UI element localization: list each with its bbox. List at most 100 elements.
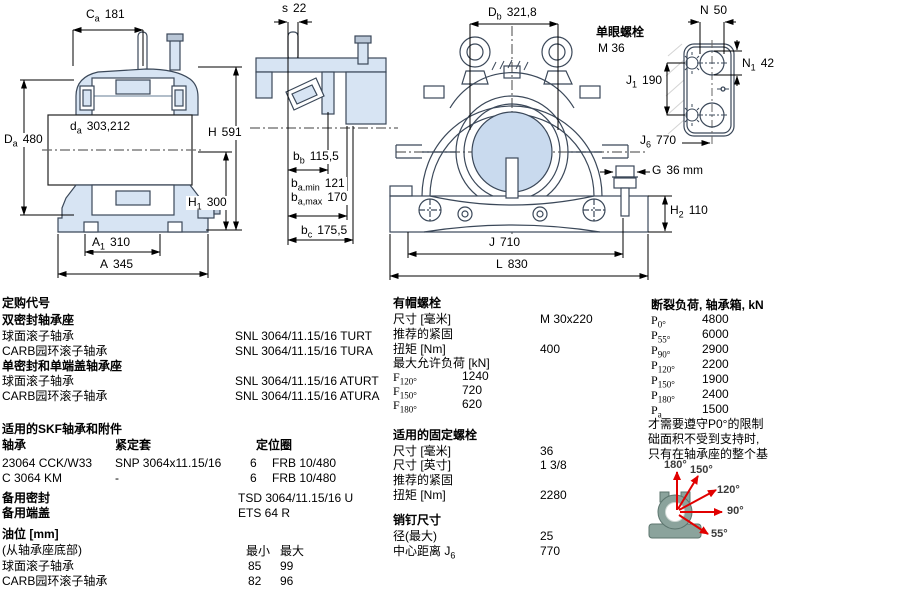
ring-cell: FRB 10/480 bbox=[272, 456, 337, 470]
fixing-rec-label: 推荐的紧固 bbox=[393, 473, 454, 487]
load-f150-label: F150° bbox=[393, 384, 417, 401]
dowel-cc-label: 中心距离 J6 bbox=[393, 544, 456, 561]
ring-qty-cell: 6 bbox=[250, 456, 257, 470]
ordering-group2-title: 单密封和单端盖轴承座 bbox=[2, 359, 123, 373]
cap-bolt-rec-label: 推荐的紧固 bbox=[393, 327, 454, 341]
load-p180-label: P180° bbox=[651, 388, 675, 405]
sleeve-cell: - bbox=[115, 471, 119, 485]
cap-bolt-size-value: M 30x220 bbox=[540, 312, 593, 326]
oil-min-value: 85 bbox=[248, 559, 262, 573]
load-p55-value: 6000 bbox=[702, 327, 729, 341]
angle-label-150: 150° bbox=[690, 464, 713, 476]
oil-max-value: 96 bbox=[280, 574, 294, 588]
cap-bolt-load-label: 最大允许负荷 [kN] bbox=[393, 356, 490, 370]
oil-min-header: 最小 bbox=[246, 544, 271, 558]
bearing-cell: C 3064 KM bbox=[2, 471, 63, 485]
ordering-row-code: SNL 3064/11.15/16 ATURA bbox=[235, 389, 380, 403]
cap-bolts-title: 有帽螺栓 bbox=[393, 296, 442, 310]
load-p120-label: P120° bbox=[651, 358, 675, 375]
load-p150-label: P150° bbox=[651, 373, 675, 390]
oil-min-value: 82 bbox=[248, 574, 262, 588]
ordering-row-code: SNL 3064/11.15/16 TURT bbox=[235, 329, 372, 343]
oil-max-header: 最大 bbox=[280, 544, 305, 558]
oil-level-note: (从轴承座底部) bbox=[2, 543, 82, 557]
load-angle-figure bbox=[648, 471, 723, 539]
bearing-cell: 23064 CCK/W33 bbox=[2, 456, 93, 470]
spare-seal-value: TSD 3064/11.15/16 U bbox=[238, 491, 354, 505]
load-p150-value: 1900 bbox=[702, 372, 729, 386]
ordering-row-label: CARB园环滚子轴承 bbox=[2, 344, 108, 358]
eyebolt-label: 单眼螺栓 bbox=[596, 25, 645, 39]
load-f150-value: 720 bbox=[462, 383, 483, 397]
load-f120-value: 1240 bbox=[462, 369, 489, 383]
front-view bbox=[42, 31, 221, 233]
load-p180-value: 2400 bbox=[702, 387, 729, 401]
base-detail-view bbox=[665, 40, 735, 146]
ring-qty-cell: 6 bbox=[250, 471, 257, 485]
oil-row-label: CARB园环滚子轴承 bbox=[2, 574, 108, 588]
load-f180-value: 620 bbox=[462, 397, 483, 411]
sleeve-cell: SNP 3064x11.15/16 bbox=[115, 456, 222, 470]
load-pa-label: Pa bbox=[651, 403, 662, 420]
oil-row-label: 球面滚子轴承 bbox=[2, 559, 75, 573]
angle-label-90: 90° bbox=[727, 505, 744, 517]
load-pa-value: 1500 bbox=[702, 402, 729, 416]
ring-cell: FRB 10/480 bbox=[272, 471, 337, 485]
load-note-line: 础面积不受到支持时, bbox=[648, 432, 760, 446]
fixing-torque-value: 2280 bbox=[540, 488, 567, 502]
ordering-row-code: SNL 3064/11.15/16 TURA bbox=[235, 344, 373, 358]
load-note-line: 才需要遵守P0°的限制 bbox=[648, 417, 764, 431]
front-view-dimensions bbox=[20, 27, 242, 278]
side-section-view bbox=[250, 31, 398, 129]
angle-label-180: 180° bbox=[664, 459, 687, 471]
fixing-size-mm-label: 尺寸 [毫米] bbox=[393, 444, 452, 458]
load-p90-label: P90° bbox=[651, 343, 671, 360]
load-p0-label: P0° bbox=[651, 313, 666, 330]
cap-bolt-torque-label: 扭矩 [Nm] bbox=[393, 342, 446, 356]
ordering-title: 定购代号 bbox=[2, 296, 51, 310]
housing-side-view bbox=[389, 26, 649, 248]
eyebolt-size: M 36 bbox=[598, 41, 625, 55]
load-note-line: 只有在轴承座的整个基 bbox=[648, 447, 769, 461]
load-p55-label: P55° bbox=[651, 328, 671, 345]
base-detail-dimensions bbox=[664, 19, 742, 116]
fixing-size-in-label: 尺寸 [英寸] bbox=[393, 458, 452, 472]
ordering-row-code: SNL 3064/11.15/16 ATURT bbox=[235, 374, 379, 388]
ordering-row-label: 球面滚子轴承 bbox=[2, 374, 75, 388]
dowel-title: 销钉尺寸 bbox=[393, 513, 442, 527]
angle-label-55: 55° bbox=[711, 528, 728, 540]
accessories-title: 适用的SKF轴承和附件 bbox=[2, 422, 123, 436]
fixing-size-in-value: 1 3/8 bbox=[540, 458, 567, 472]
angle-label-120: 120° bbox=[717, 484, 740, 496]
dowel-dia-label: 径(最大) bbox=[393, 529, 437, 543]
fixing-bolts-title: 适用的固定螺栓 bbox=[393, 428, 478, 442]
cap-bolt-size-label: 尺寸 [毫米] bbox=[393, 312, 452, 326]
dowel-cc-value: 770 bbox=[540, 544, 561, 558]
load-p0-value: 4800 bbox=[702, 312, 729, 326]
side-section-dimensions bbox=[274, 19, 354, 245]
oil-level-title: 油位 [mm] bbox=[2, 527, 59, 541]
col-bearing: 轴承 bbox=[2, 438, 27, 452]
ordering-row-label: CARB园环滚子轴承 bbox=[2, 389, 108, 403]
spare-cover-value: ETS 64 R bbox=[238, 506, 291, 520]
dowel-dia-value: 25 bbox=[540, 529, 554, 543]
col-sleeve: 紧定套 bbox=[115, 438, 152, 452]
